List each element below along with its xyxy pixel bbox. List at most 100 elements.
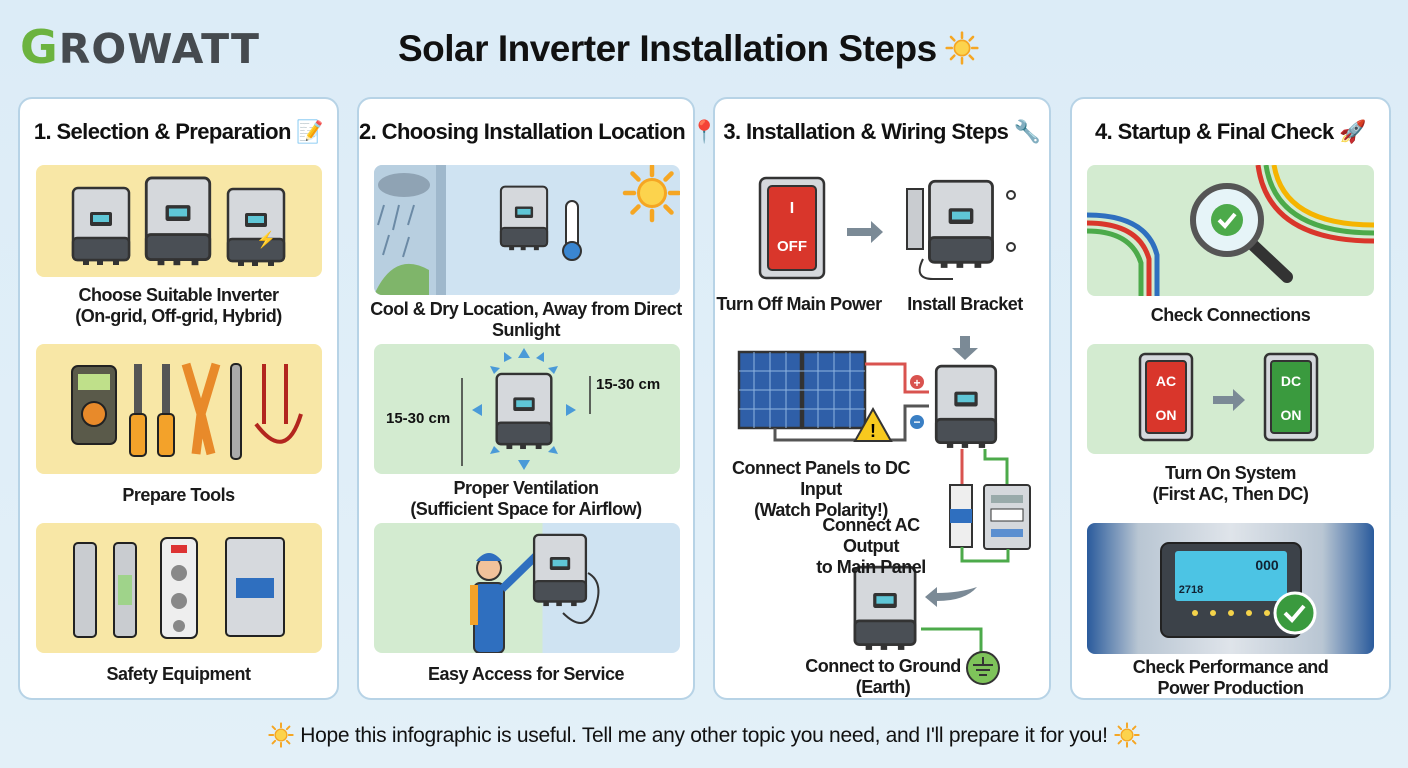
technician-icon <box>470 533 600 653</box>
bracket-inverter-icon <box>906 179 1016 280</box>
inverter-icon <box>853 565 917 651</box>
growatt-logo: GROWATT <box>20 20 260 74</box>
label-line: Sunlight <box>492 320 560 340</box>
label-line: (Sufficient Space for Airflow) <box>410 499 642 519</box>
performance-illustration: 000 2718 <box>1087 523 1374 654</box>
sun-icon <box>268 722 294 748</box>
sun-icon <box>945 31 979 65</box>
label-line: (First AC, Then DC) <box>1152 484 1309 504</box>
sun-icon <box>1114 722 1140 748</box>
label-line: Connect to Ground <box>805 656 961 676</box>
easy-access-label: Easy Access for Service <box>428 664 624 684</box>
svg-text:!: ! <box>870 421 876 441</box>
label-line: (Watch Polarity!) <box>754 500 888 520</box>
display-bottom-value: 2718 <box>1179 584 1203 596</box>
card-title: 2. Choosing Installation Location 📍 <box>359 119 718 145</box>
card-title-text: 3. Installation & Wiring Steps <box>723 119 1009 144</box>
side-clearance: 15-30 cm <box>386 410 451 427</box>
turn-off-power-label: Turn Off Main Power <box>716 294 882 314</box>
wiring-diagram: I OFF + − ! <box>737 176 1031 685</box>
wrench-icon: 🔧 <box>1013 119 1041 144</box>
positive-terminal-icon <box>910 375 924 389</box>
check-connections-label: Check Connections <box>1150 305 1311 325</box>
card-selection-preparation: 1. Selection & Preparation 📝 ⚡ Choose Su… <box>18 97 339 700</box>
ventilation-label: Proper Ventilation(Sufficient Space for … <box>359 478 693 520</box>
solar-panels-icon <box>737 350 867 430</box>
switches-icon: AC ON DC ON <box>1138 352 1319 442</box>
label-line: Turn On System <box>1165 463 1296 483</box>
ac-state: ON <box>1156 407 1177 423</box>
curved-arrow-icon <box>925 587 977 607</box>
page-title: Solar Inverter Installation Steps <box>398 28 979 70</box>
prepare-tools-label: Prepare Tools <box>122 485 235 505</box>
ac-label: AC <box>1156 373 1176 389</box>
install-bracket-label: Install Bracket <box>907 294 1023 314</box>
top-clearance: 15-30 cm <box>596 376 661 393</box>
switch-on-mark: I <box>790 200 794 217</box>
dc-state: ON <box>1281 407 1302 423</box>
ground-icon <box>966 651 1000 685</box>
label-line: Connect Panels to DC Input <box>731 458 911 499</box>
label-line: Proper Ventilation <box>453 478 599 498</box>
safety-equipment-label: Safety Equipment <box>106 664 251 684</box>
card-title: 4. Startup & Final Check 🚀 <box>1072 119 1389 145</box>
logo-letter-g: G <box>20 20 59 74</box>
negative-terminal-icon <box>910 415 924 429</box>
card-choosing-location: 2. Choosing Installation Location 📍 Cool… <box>357 97 718 700</box>
turn-on-label: Turn On System(First AC, Then DC) <box>1072 463 1389 505</box>
logo-text: ROWATT <box>58 25 260 73</box>
safety-equipment-icon <box>73 537 285 639</box>
footer-message: Hope this infographic is useful. Tell me… <box>0 722 1408 748</box>
card-title-text: 4. Startup & Final Check <box>1095 119 1334 144</box>
label-line: Power Production <box>1157 678 1304 698</box>
main-panel-icon <box>983 484 1031 550</box>
memo-icon: 📝 <box>296 119 324 144</box>
location-illustration <box>374 165 680 295</box>
page-title-text: Solar Inverter Installation Steps <box>398 28 937 69</box>
card-title-text: 1. Selection & Preparation <box>33 119 292 144</box>
dc-label: DC <box>1281 373 1301 389</box>
inverter-icon <box>934 364 998 449</box>
connect-dc-label: Connect Panels to DC Input(Watch Polarit… <box>715 458 927 521</box>
svg-text:⚡: ⚡ <box>256 230 276 249</box>
label-line: to Main Panel <box>816 557 926 577</box>
label-line: (Earth) <box>855 677 911 697</box>
tools-illustration <box>36 344 322 474</box>
safety-illustration <box>36 523 322 653</box>
warning-icon: ! <box>853 406 893 442</box>
tools-icon <box>71 362 303 460</box>
svg-text:+: + <box>913 376 920 390</box>
card-installation-wiring: 3. Installation & Wiring Steps 🔧 I OFF <box>713 97 1051 700</box>
label-line: (On-grid, Off-grid, Hybrid) <box>75 306 282 326</box>
check-badge-icon <box>1273 591 1317 635</box>
label-line: Check Performance and <box>1132 657 1329 677</box>
cool-dry-location-icon <box>374 165 680 295</box>
label-line: Choose Suitable Inverter <box>78 285 279 305</box>
turn-on-illustration: AC ON DC ON <box>1087 344 1374 454</box>
arrow-down-icon <box>952 336 978 360</box>
arrow-right-icon <box>847 221 883 243</box>
switch-off-mark: OFF <box>777 238 807 255</box>
card-startup-check: 4. Startup & Final Check 🚀 Check Connect… <box>1070 97 1391 700</box>
svg-text:−: − <box>913 415 920 429</box>
label-line: Connect AC Output <box>822 515 920 556</box>
connect-ground-label: Connect to Ground(Earth) <box>803 656 963 698</box>
main-power-switch-icon: I OFF <box>758 176 826 280</box>
check-connections-illustration <box>1087 165 1374 296</box>
card-title: 3. Installation & Wiring Steps 🔧 <box>715 119 1049 145</box>
rocket-icon: 🚀 <box>1339 119 1366 144</box>
ac-switch-icon <box>1138 352 1194 442</box>
choose-inverter-label: Choose Suitable Inverter(On-grid, Off-gr… <box>20 285 337 327</box>
dc-switch-icon <box>1263 352 1319 442</box>
display-top-value: 000 <box>1255 557 1279 573</box>
airflow-arrows-icon <box>461 348 591 470</box>
card-title-text: 2. Choosing Installation Location <box>359 119 686 144</box>
arrow-right-icon <box>1213 389 1245 411</box>
inverter-types-icon: ⚡ <box>71 176 286 267</box>
inverters-illustration: ⚡ <box>36 165 322 277</box>
service-access-illustration <box>374 523 680 653</box>
inverter-display-icon: 000 2718 <box>1160 542 1317 638</box>
